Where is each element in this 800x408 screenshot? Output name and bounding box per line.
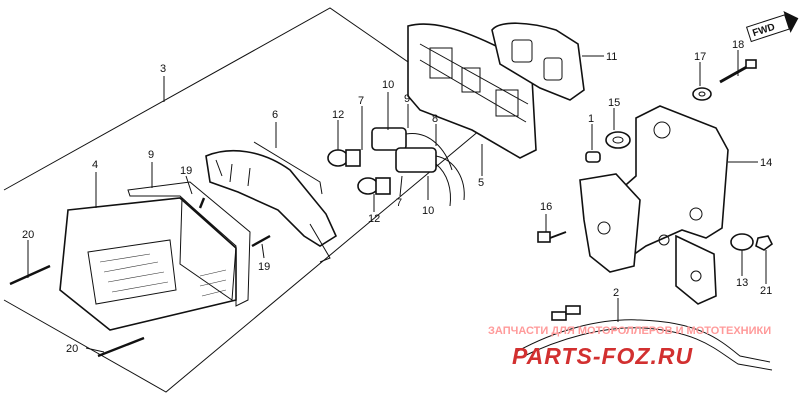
forward-arrow-icon: FWD	[745, 11, 799, 43]
callout-13: 13	[736, 277, 748, 289]
lens-gasket	[127, 181, 251, 307]
nut-21	[755, 235, 774, 251]
callout-20a: 20	[22, 229, 34, 241]
callout-18: 18	[732, 39, 744, 51]
lamp-base	[205, 141, 338, 263]
callout-12b: 12	[368, 213, 380, 225]
callout-21: 21	[760, 285, 772, 297]
callout-10a: 10	[382, 79, 394, 91]
callout-9b: 8	[432, 113, 438, 125]
wire-harness	[515, 305, 773, 371]
callout-9a: 9	[404, 93, 410, 105]
callout-5: 5	[478, 177, 484, 189]
callout-1: 1	[588, 113, 594, 125]
bolt-16	[537, 231, 567, 243]
screw-20-lower	[97, 336, 145, 358]
callout-7a: 7	[358, 95, 364, 107]
screw-20-upper	[9, 264, 51, 286]
callout-14: 14	[760, 157, 772, 169]
callout-7b: 7	[396, 197, 402, 209]
watermark-line2: PARTS-FOZ.RU	[512, 343, 693, 369]
callout-labels: 3 4 9 6 19 19 20 20 12 7 10 9 8 7 10 12 …	[22, 39, 772, 355]
callout-17: 17	[694, 51, 706, 63]
washer-17	[692, 87, 712, 101]
tail-lamp-lens	[59, 196, 237, 331]
callout-19a: 19	[180, 165, 192, 177]
callout-15: 15	[608, 97, 620, 109]
license-bracket	[579, 105, 729, 305]
bulb-lower	[357, 177, 391, 195]
callout-11: 11	[606, 51, 617, 63]
watermark: ЗАПЧАСТИ ДЛЯ МОТОРОЛЛЕРОВ И МОТОТЕХНИКИ …	[488, 325, 771, 369]
watermark-line1: ЗАПЧАСТИ ДЛЯ МОТОРОЛЛЕРОВ И МОТОТЕХНИКИ	[488, 325, 771, 337]
callout-12a: 12	[332, 109, 344, 121]
screw-19-upper	[198, 197, 206, 209]
grommet-15	[605, 131, 631, 149]
grommet-13	[730, 233, 754, 251]
callout-4: 4	[92, 159, 98, 171]
socket-lower	[395, 147, 465, 207]
callout-20b: 20	[66, 343, 78, 355]
callout-19b: 19	[258, 261, 270, 273]
callout-2: 2	[613, 287, 619, 299]
bolt-18	[719, 59, 757, 84]
callout-3: 3	[160, 63, 166, 75]
callout-6: 6	[272, 109, 278, 121]
mount-plate-11	[491, 22, 585, 101]
callout-16: 16	[540, 201, 552, 213]
leader-lines	[27, 50, 767, 353]
screw-19-lower	[251, 234, 271, 248]
callout-8: 9	[148, 149, 154, 161]
bulb-upper	[327, 149, 361, 167]
callout-10b: 10	[422, 205, 434, 217]
collar-1	[585, 151, 601, 163]
